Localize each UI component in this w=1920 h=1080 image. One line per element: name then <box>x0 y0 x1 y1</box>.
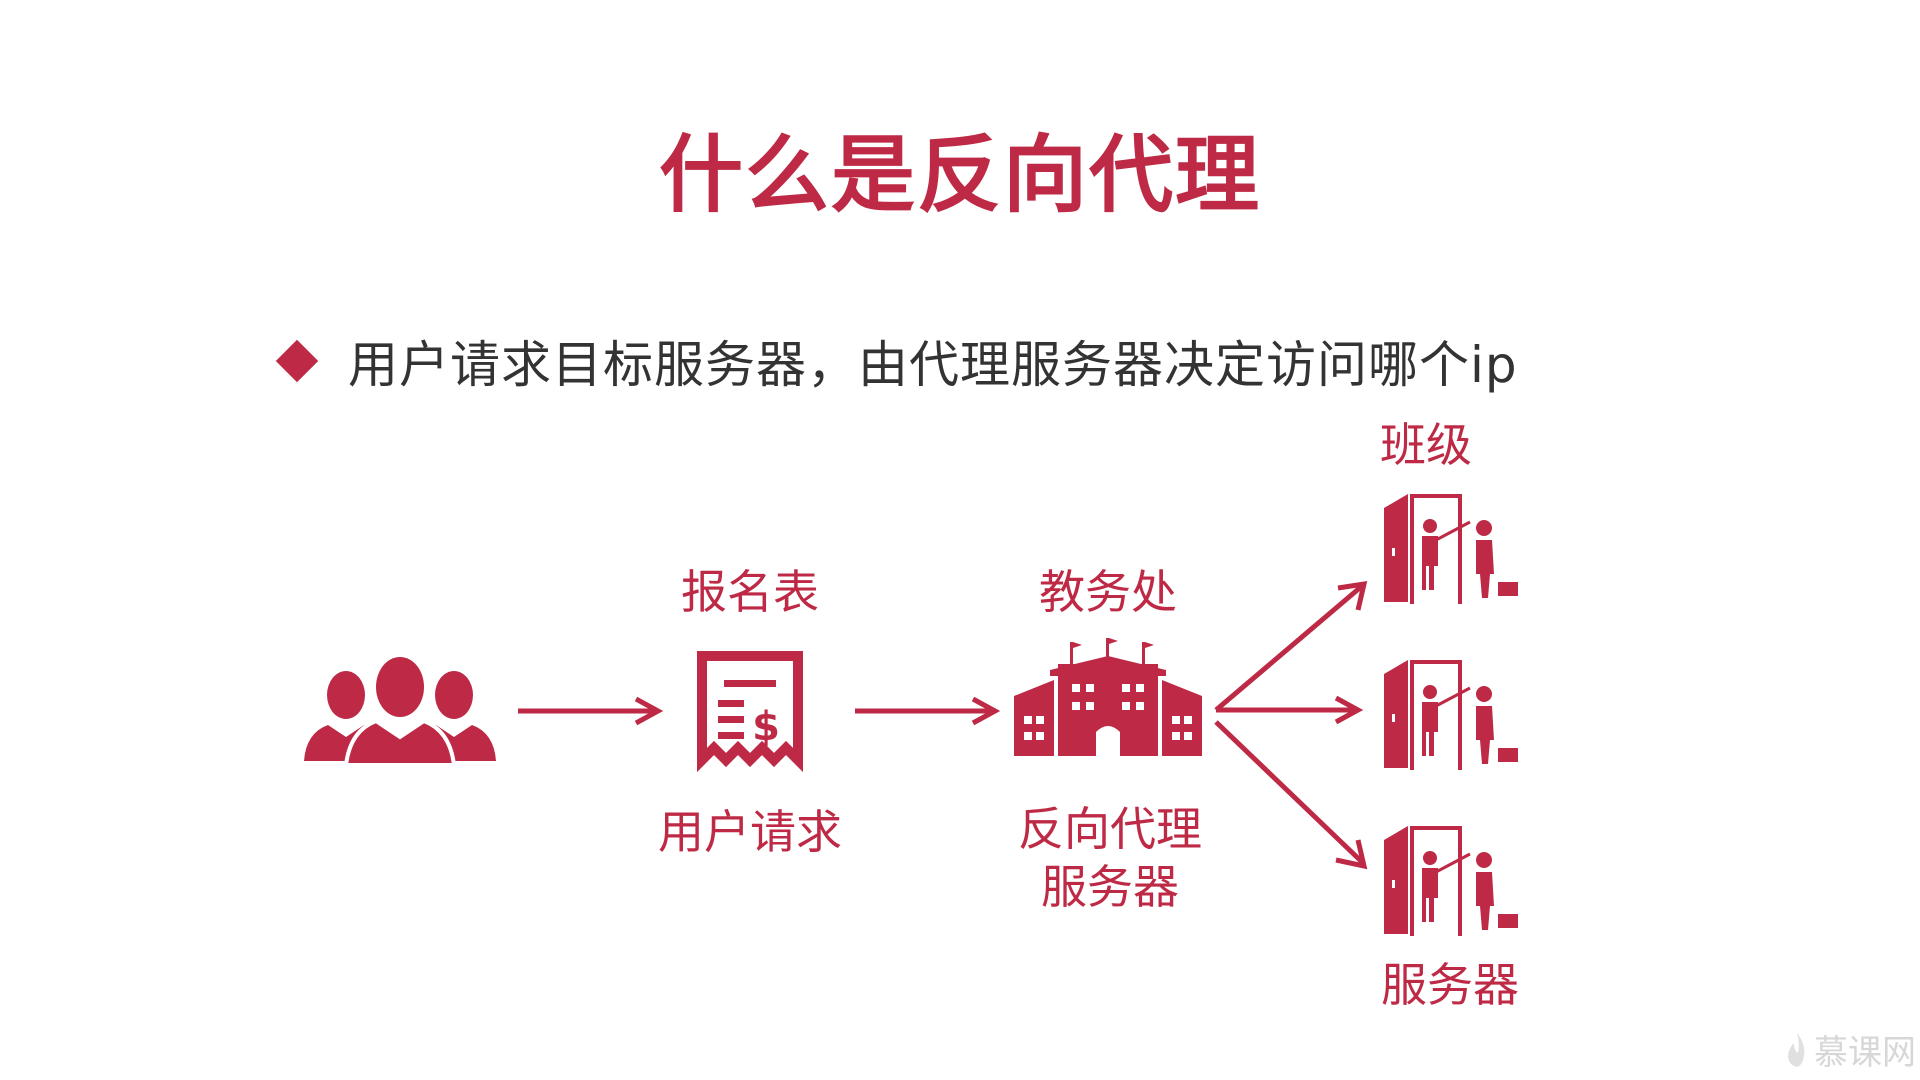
diamond-bullet-icon <box>275 339 319 383</box>
classroom-door-icon <box>1384 494 1518 604</box>
users-group-icon <box>304 657 496 765</box>
office-label-top: 教务处 <box>1039 565 1177 619</box>
flame-logo-icon <box>1788 1032 1805 1067</box>
form-label-bottom: 用户请求 <box>658 805 842 859</box>
classroom-door-icon <box>1384 660 1518 770</box>
bullet-text: 用户请求目标服务器，由代理服务器决定访问哪个ip <box>348 336 1518 394</box>
classroom-door-icon <box>1384 826 1518 936</box>
receipt-icon: $ <box>697 651 803 773</box>
bullet-point: 用户请求目标服务器，由代理服务器决定访问哪个ip <box>275 326 1518 396</box>
watermark-text: 慕课网 <box>1814 1033 1916 1073</box>
class-label-top: 班级 <box>1380 418 1472 472</box>
fanout-arrows <box>1214 580 1368 870</box>
watermark: 慕课网 <box>1784 1025 1916 1074</box>
class-label-bottom: 服务器 <box>1381 958 1519 1012</box>
office-label-bottom-line1: 反向代理 <box>1018 802 1202 856</box>
school-building-icon <box>1014 638 1202 756</box>
arrow-to-class-1 <box>1214 584 1364 712</box>
arrow-to-class-3 <box>1214 720 1364 864</box>
office-label-bottom-line2: 服务器 <box>1041 860 1179 914</box>
svg-text:$: $ <box>752 704 780 750</box>
slide-title: 什么是反向代理 <box>658 126 1261 224</box>
arrow-right <box>855 696 1001 726</box>
arrow-right <box>518 696 664 726</box>
form-label-top: 报名表 <box>681 565 819 619</box>
